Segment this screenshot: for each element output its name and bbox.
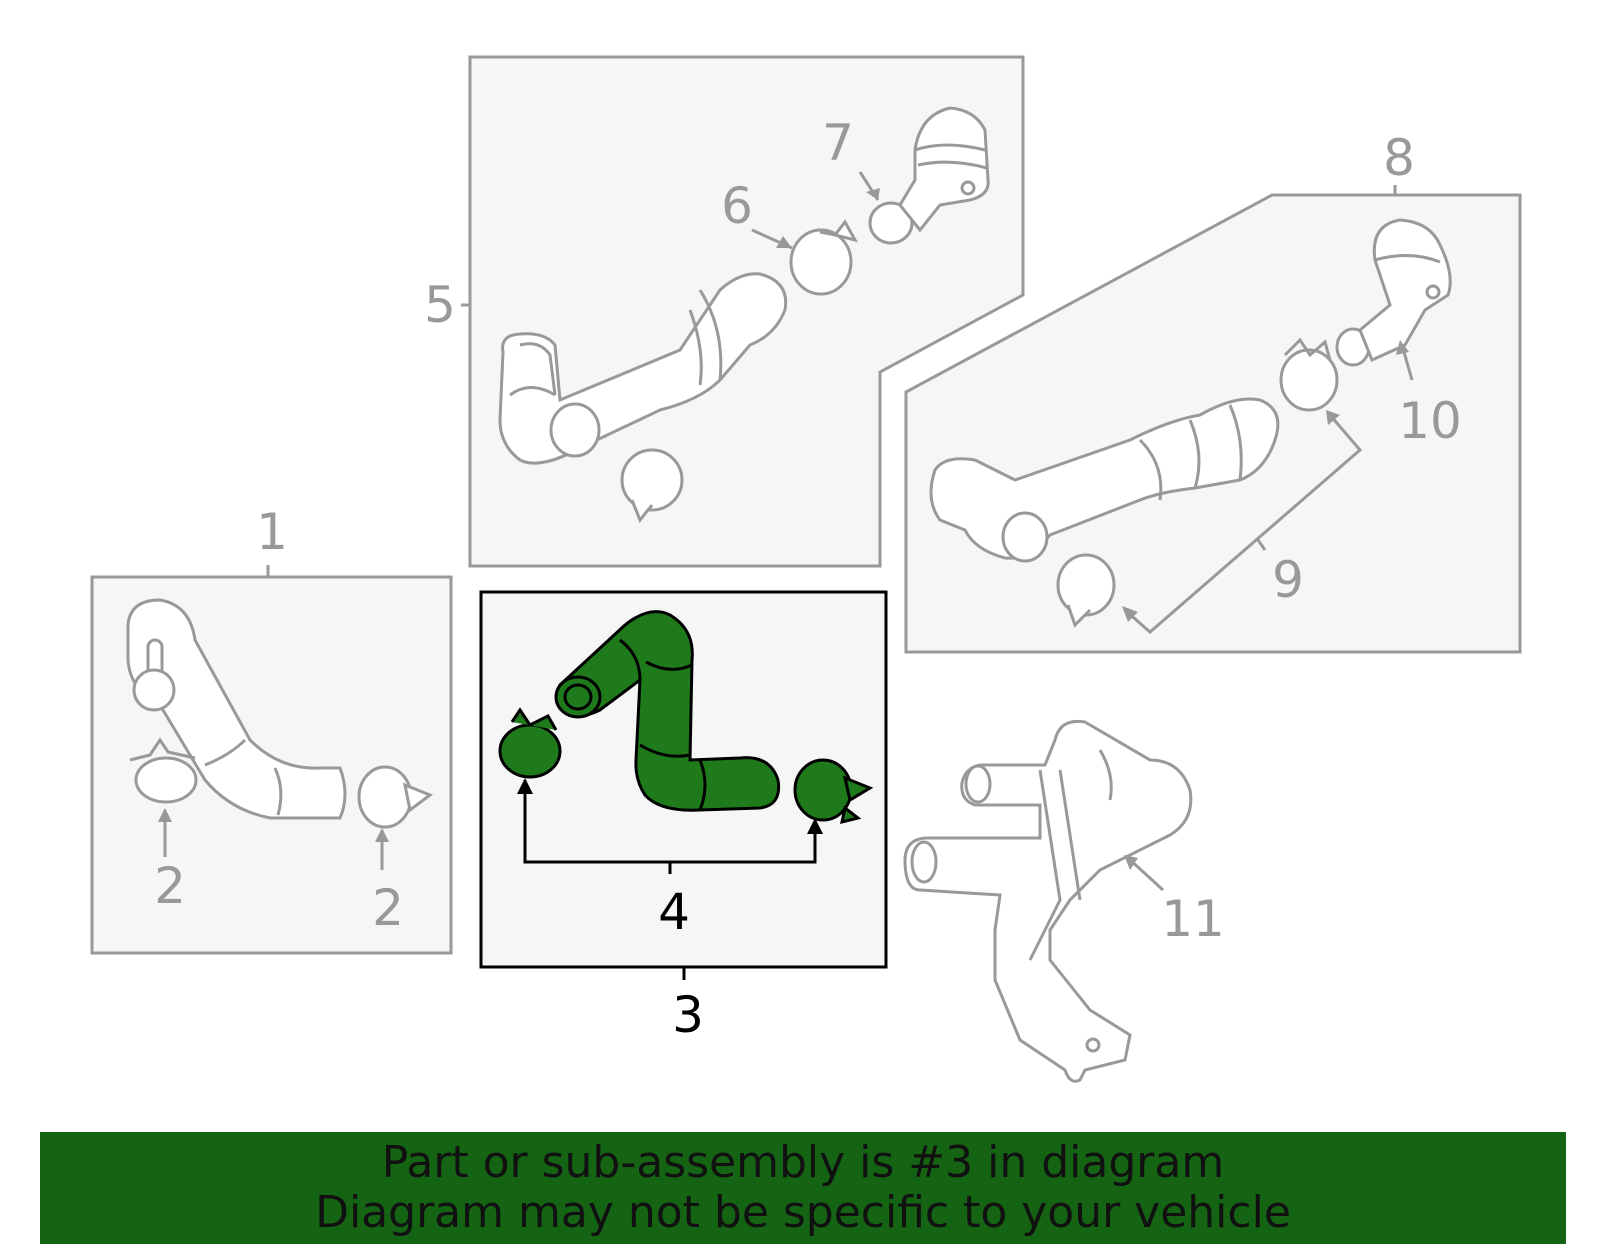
info-banner: Part or sub-assembly is #3 in diagram Di…	[40, 1132, 1566, 1244]
hose-1	[126, 598, 347, 820]
leader-arrowheads	[158, 188, 1409, 870]
clamp-9-lower	[1056, 553, 1116, 628]
banner-line-2: Diagram may not be specific to your vehi…	[315, 1187, 1291, 1238]
pipe-11	[903, 719, 1193, 1083]
banner-line-1: Part or sub-assembly is #3 in diagram	[381, 1137, 1225, 1188]
hose-3-highlighted[interactable]	[554, 610, 781, 812]
clamp-6	[789, 219, 858, 296]
callout-6: 6	[721, 177, 753, 235]
clamp-5-lower	[620, 448, 684, 523]
callout-7: 7	[822, 114, 854, 172]
leader-arrowheads-highlight	[517, 778, 823, 834]
callout-5: 5	[424, 276, 456, 334]
clamp-2-right	[357, 765, 434, 829]
leader-lines-highlight	[523, 780, 817, 980]
clamp-9-upper	[1279, 337, 1339, 412]
callout-8: 8	[1383, 129, 1415, 187]
connector-7	[868, 106, 990, 245]
callout-4: 4	[658, 883, 690, 941]
connector-10	[1335, 218, 1452, 367]
callout-9: 9	[1272, 551, 1304, 609]
clamp-2-left	[129, 737, 198, 804]
callout-1: 1	[256, 503, 288, 561]
hose-5	[498, 272, 788, 465]
hose-8	[929, 397, 1280, 563]
callout-3: 3	[672, 986, 704, 1044]
clamp-4-right[interactable]	[793, 758, 874, 825]
callout-2-right: 2	[372, 879, 404, 937]
clamp-4-left[interactable]	[498, 707, 562, 779]
callout-11: 11	[1161, 890, 1225, 948]
callout-10: 10	[1398, 392, 1462, 450]
callout-2-left: 2	[154, 857, 186, 915]
